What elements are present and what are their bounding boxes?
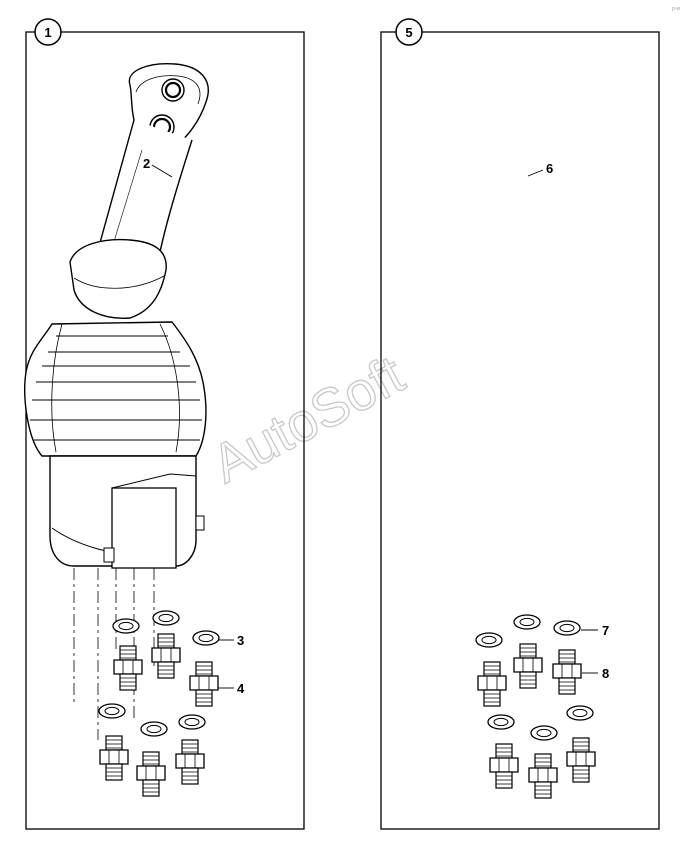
panel-number: 5 (405, 25, 412, 40)
hydraulic-fitting (489, 743, 519, 789)
panel-frame (25, 31, 305, 830)
joystick-assembly (23, 62, 210, 742)
panel-5: 5 6 7 8 (380, 18, 660, 830)
washer (178, 714, 206, 730)
hydraulic-fitting (477, 661, 507, 707)
callout-3: 3 (237, 633, 244, 648)
washer (513, 614, 541, 630)
washer (140, 721, 168, 737)
callout-8: 8 (602, 666, 609, 681)
hydraulic-fitting (175, 739, 205, 785)
hydraulic-fitting (113, 645, 143, 691)
washer (553, 620, 581, 636)
panel-frame (380, 31, 660, 830)
washer (530, 725, 558, 741)
washer (475, 632, 503, 648)
washer (98, 703, 126, 719)
washer (487, 714, 515, 730)
washer (192, 630, 220, 646)
callout-6: 6 (546, 161, 553, 176)
hydraulic-fitting (552, 649, 582, 695)
panel-1: 1 2 3 4 (23, 18, 305, 830)
panel-number-badge: 1 (34, 18, 62, 46)
hydraulic-fitting (513, 643, 543, 689)
washer (566, 705, 594, 721)
hydraulic-fitting (136, 751, 166, 797)
callout-7: 7 (602, 623, 609, 638)
hydraulic-fitting (151, 633, 181, 679)
watermark: AutoSoft (202, 344, 413, 494)
callout-4: 4 (237, 681, 245, 696)
callout-2: 2 (143, 156, 150, 171)
corner-mark: p-w (672, 6, 680, 12)
panel-number-badge: 5 (395, 18, 423, 46)
hydraulic-fitting (566, 737, 596, 783)
washer (152, 610, 180, 626)
panel-number: 1 (44, 25, 51, 40)
washer (112, 618, 140, 634)
hydraulic-fitting (99, 735, 129, 781)
hydraulic-fitting (189, 661, 219, 707)
hydraulic-fitting (528, 753, 558, 799)
